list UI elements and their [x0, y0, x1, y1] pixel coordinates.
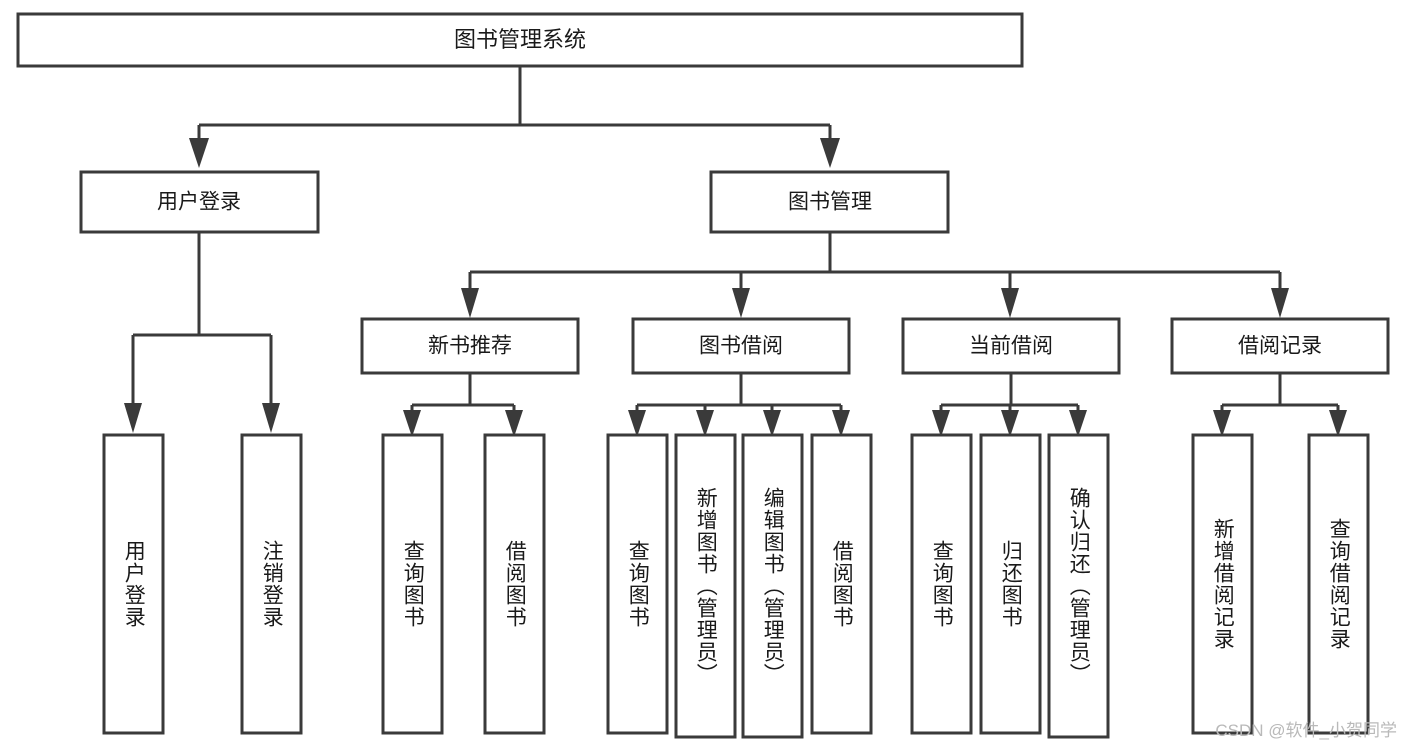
node-box-book-borrow[interactable]	[631, 317, 851, 375]
node-label-root: 图书管理系统	[454, 27, 586, 52]
node-box-leaf-edit-book[interactable]	[741, 433, 804, 739]
node-box-leaf-confirm-return[interactable]	[1047, 433, 1110, 739]
node-box-leaf-query-book-3[interactable]	[910, 433, 973, 735]
arrow-head-leaf-query-record	[1329, 410, 1347, 437]
node-box-leaf-add-record[interactable]	[1191, 433, 1254, 735]
arrow-head-new-book-rec	[461, 288, 479, 318]
node-label-new-book-rec: 新书推荐	[428, 335, 512, 358]
arrow-head-leaf-edit-book	[763, 410, 781, 437]
arrow-head-book-borrow	[732, 288, 750, 318]
arrow-head-leaf-borrow-book-1	[505, 410, 523, 437]
node-box-new-book-rec[interactable]	[360, 317, 580, 375]
node-box-leaf-query-book-2[interactable]	[606, 433, 669, 735]
arrow-head-current-borrow	[1001, 288, 1019, 318]
node-box-leaf-query-record[interactable]	[1307, 433, 1370, 735]
node-box-leaf-return-book[interactable]	[979, 433, 1042, 735]
arrow-head-leaf-query-book-3	[932, 410, 950, 437]
node-label-current-borrow: 当前借阅	[969, 335, 1053, 358]
arrow-head-leaf-borrow-book-2	[832, 410, 850, 437]
arrow-head-leaf-confirm-return	[1069, 410, 1087, 437]
node-box-current-borrow[interactable]	[901, 317, 1121, 375]
node-box-leaf-borrow-book-2[interactable]	[810, 433, 873, 735]
arrow-head-user-login	[189, 138, 209, 168]
arrow-head-leaf-add-book	[696, 410, 714, 437]
node-label-borrow-record: 借阅记录	[1238, 335, 1322, 358]
arrow-head-borrow-record	[1271, 288, 1289, 318]
arrow-head-leaf-add-record	[1213, 410, 1231, 437]
node-box-leaf-logout[interactable]	[240, 433, 303, 735]
node-box-book-manage[interactable]	[709, 170, 950, 234]
arrow-head-leaf-user-login	[124, 403, 142, 433]
arrow-head-leaf-logout	[262, 403, 280, 433]
arrow-head-leaf-query-book-2	[628, 410, 646, 437]
arrow-head-book-manage	[820, 138, 840, 168]
node-box-leaf-query-book-1[interactable]	[381, 433, 444, 735]
arrow-head-leaf-query-book-1	[403, 410, 421, 437]
node-box-leaf-user-login[interactable]	[102, 433, 165, 735]
node-box-borrow-record[interactable]	[1170, 317, 1390, 375]
arrow-head-leaf-return-book	[1001, 410, 1019, 437]
node-label-book-manage: 图书管理	[788, 191, 872, 214]
node-label-book-borrow: 图书借阅	[699, 335, 783, 358]
node-box-root[interactable]	[16, 12, 1024, 68]
watermark-text: CSDN @软件_小贺同学	[1215, 721, 1397, 740]
node-label-user-login: 用户登录	[157, 191, 241, 214]
node-box-leaf-borrow-book-1[interactable]	[483, 433, 546, 735]
node-box-leaf-add-book[interactable]	[674, 433, 737, 739]
